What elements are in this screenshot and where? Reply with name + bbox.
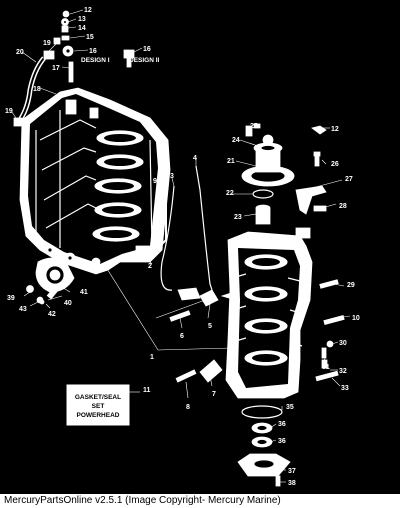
callout-label: 36 (278, 438, 286, 445)
callout-label: 23 (234, 214, 242, 221)
cylinder-block (19, 87, 171, 275)
callout-label: 3 (170, 173, 174, 180)
callout-label: 7 (212, 391, 216, 398)
callout-label: 1 (150, 354, 154, 361)
callout-label: 30 (339, 340, 347, 347)
callout-label: 20 (16, 49, 24, 56)
callout-label: 27 (345, 176, 353, 183)
callout-label: 16 (89, 48, 97, 55)
callout-label: 33 (341, 385, 349, 392)
callout-label: 13 (78, 16, 86, 23)
exploded-parts-diagram: 1 2 3 4 5 6 7 8 9 10 11 12 12 13 14 15 1… (5, 7, 360, 487)
kit-box-line: POWERHEAD (77, 412, 120, 419)
callout-label: 26 (331, 161, 339, 168)
callout-label: 41 (80, 289, 88, 296)
callout-label: 2 (148, 263, 152, 270)
callout-label: 6 (180, 333, 184, 340)
callout-label: 35 (286, 404, 294, 411)
callout-label: 36 (278, 421, 286, 428)
lower-end-cap (237, 405, 291, 487)
crankcase-bolts (315, 279, 345, 382)
callout-label: 40 (64, 300, 72, 307)
design-i-label: DESIGN I (81, 57, 110, 64)
callout-label: 19 (5, 108, 13, 115)
callout-label: 18 (33, 86, 41, 93)
callout-label: 16 (143, 46, 151, 53)
leader-lines (11, 9, 351, 483)
kit-box-line: GASKET/SEAL (75, 394, 121, 401)
callout-label: 11 (143, 387, 151, 394)
callout-label: 31 (322, 364, 330, 371)
design-ii-label: DESIGN II (129, 57, 160, 64)
cover-plate (26, 257, 75, 305)
callout-label: 10 (352, 315, 360, 322)
callout-labels: 1 2 3 4 5 6 7 8 9 10 11 12 12 13 14 15 1… (5, 7, 360, 487)
callout-label: 8 (186, 404, 190, 411)
callout-label: 14 (78, 25, 86, 32)
upper-end-cap (241, 123, 295, 225)
hose-9 (156, 186, 167, 249)
callout-label: 15 (86, 34, 94, 41)
callout-label: 9 (153, 178, 157, 185)
gasket-seal-kit-box: GASKET/SEAL SET POWERHEAD (66, 384, 130, 426)
kit-box-line: SET (92, 403, 105, 410)
callout-label: 21 (227, 158, 235, 165)
callout-label: 5 (208, 323, 212, 330)
callout-label: 12 (331, 126, 339, 133)
callout-label: 24 (232, 137, 240, 144)
callout-label: 19 (43, 40, 51, 47)
callout-label: 37 (288, 468, 296, 475)
lower-fasteners (169, 287, 237, 383)
callout-label: 22 (226, 190, 234, 197)
crankcase (225, 227, 313, 399)
callout-label: 38 (288, 480, 296, 487)
top-hardware (61, 10, 135, 83)
callout-label: 17 (52, 65, 60, 72)
callout-label: 12 (84, 7, 92, 14)
callout-label: 32 (339, 368, 347, 375)
callout-label: 25 (250, 123, 258, 130)
callout-label: 4 (193, 155, 197, 162)
hoses-3-4 (160, 165, 213, 291)
callout-label: 39 (7, 295, 15, 302)
callout-label: 28 (339, 203, 347, 210)
callout-label: 43 (19, 306, 27, 313)
callout-label: 42 (48, 311, 56, 318)
callout-label: 29 (347, 282, 355, 289)
copyright-footer: MercuryPartsOnline v2.5.1 (Image Copyrig… (0, 494, 400, 508)
right-hardware (295, 125, 327, 215)
